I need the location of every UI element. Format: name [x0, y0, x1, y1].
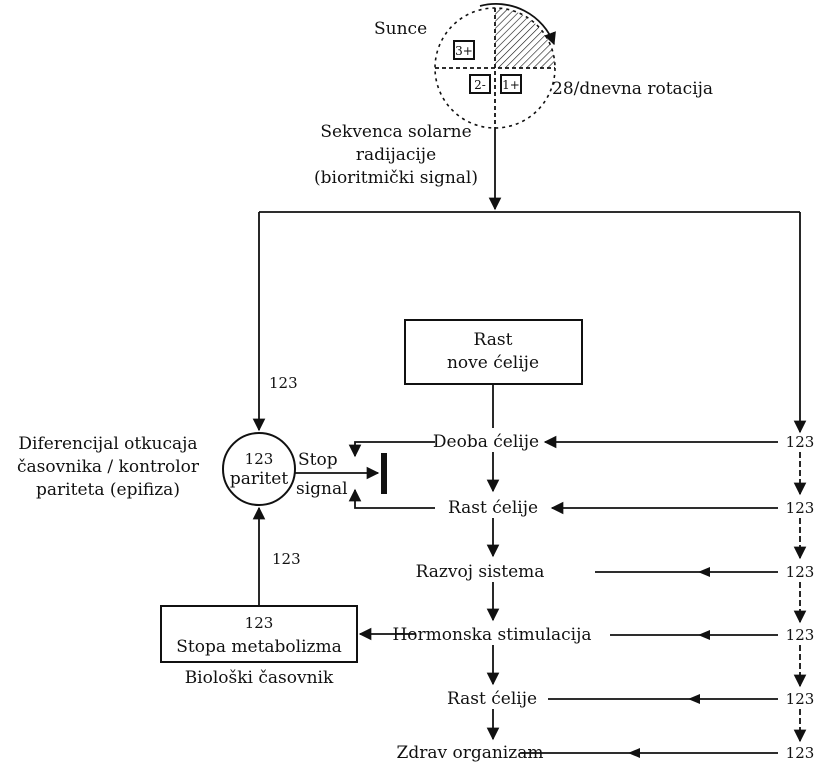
rast-feedback-line: [348, 488, 435, 509]
quadrant-box-2: [469, 74, 491, 94]
left-bottom-number: 123: [272, 550, 301, 568]
quadrant-label-1: 1+: [502, 78, 520, 92]
feed-arrowhead-4: [698, 630, 710, 640]
right-number-4: 123: [786, 626, 815, 644]
paritet-number: 123: [245, 450, 274, 468]
paritet-circle: [222, 432, 296, 506]
deoba-feedback-line: [348, 441, 435, 458]
metabolism-number: 123: [245, 614, 274, 632]
radiation-label-line3: (bioritmički signal): [314, 168, 478, 188]
quadrant-box-1: [500, 74, 522, 94]
stop-label: Stop: [298, 450, 338, 470]
rotation-arrow: [479, 3, 556, 46]
step-4-label: Hormonska stimulacija: [392, 625, 591, 645]
paritet-desc-line2: časovnika / kontrolor: [17, 457, 200, 477]
right-number-6: 123: [786, 744, 815, 762]
new-cell-growth-line1: Rast: [474, 330, 513, 350]
quadrant-box-3: [453, 40, 475, 60]
paritet-label: paritet: [230, 469, 288, 489]
quadrant-label-2: 2-: [474, 78, 486, 92]
new-cell-growth-line2: nove ćelije: [447, 353, 539, 373]
paritet-desc-line1: Diferencijal otkucaja: [18, 434, 197, 454]
radiation-label-line2: radijacije: [356, 145, 436, 165]
quadrant-label-3: 3+: [455, 44, 473, 58]
right-number-3: 123: [786, 563, 815, 581]
biological-clock-label: Biološki časovnik: [185, 668, 334, 688]
left-top-number: 123: [269, 374, 298, 392]
step-1-label: Deoba ćelije: [433, 432, 539, 452]
feed-arrowhead-3: [698, 567, 710, 577]
step-6-label: Zdrav organizam: [397, 743, 544, 763]
sun-hatched-quadrant: [495, 8, 555, 68]
feed-arrowhead-6: [628, 748, 640, 758]
paritet-desc-line3: pariteta (epifiza): [36, 480, 180, 500]
metabolism-label: Stopa metabolizma: [176, 637, 341, 657]
right-number-1: 123: [786, 433, 815, 451]
step-3-label: Razvoj sistema: [416, 562, 545, 582]
sun-diagram: 3+ 2- 1+ Sunce 28/dnevna rotacija: [374, 3, 713, 129]
step-2-label: Rast ćelije: [448, 498, 538, 518]
sun-label: Sunce: [374, 19, 427, 39]
signal-label: signal: [296, 479, 348, 499]
step-5-label: Rast ćelije: [447, 689, 537, 709]
rotation-label: 28/dnevna rotacija: [552, 79, 713, 99]
right-number-2: 123: [786, 499, 815, 517]
feed-arrowhead-5: [688, 694, 700, 704]
right-number-5: 123: [786, 690, 815, 708]
radiation-label-line1: Sekvenca solarne: [320, 122, 471, 142]
